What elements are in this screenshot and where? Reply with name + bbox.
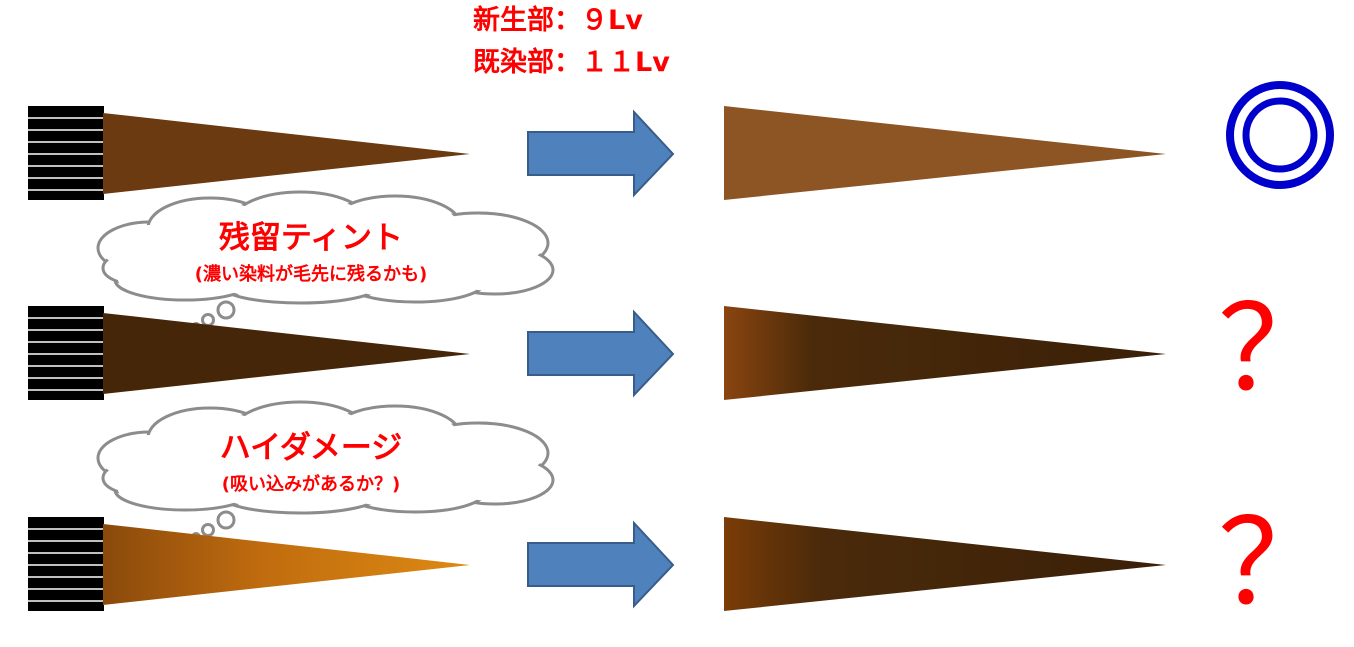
hair-strand-before [103, 524, 470, 605]
pre-dyed-level: 既染部：１１Lv [473, 47, 670, 78]
double-circle-icon [1226, 81, 1334, 189]
bubble-subtitle: (濃い染料が毛先に残るかも) [195, 263, 427, 285]
hair-strand-after [724, 306, 1166, 400]
row-3: ？ [28, 494, 1336, 632]
hair-strand-after [724, 106, 1166, 200]
hair-root-block [28, 306, 104, 400]
question-mark: ？ [1218, 280, 1336, 418]
question-mark: ？ [1218, 494, 1336, 632]
right-arrow [527, 309, 675, 398]
bubble-title: ハイダメージ [220, 430, 403, 466]
hair-strand-after [724, 517, 1166, 611]
hair-strand-before [103, 113, 470, 194]
row-1 [28, 81, 1334, 200]
new-growth-level: 新生部：９Lv [473, 5, 643, 36]
right-arrow [527, 520, 675, 609]
bubble-subtitle: (吸い込みがあるか？) [222, 473, 400, 495]
thought-bubble-residual-tint: 残留ティント (濃い染料が毛先に残るかも) [96, 190, 555, 332]
hair-root-block [28, 517, 104, 611]
row-2: ？ [28, 280, 1336, 418]
hair-root-block [28, 106, 104, 200]
right-arrow [527, 109, 675, 198]
thought-bubble-high-damage: ハイダメージ (吸い込みがあるか？) [96, 400, 555, 542]
hair-strand-before [103, 313, 470, 394]
bubble-title: 残留ティント [219, 220, 403, 256]
